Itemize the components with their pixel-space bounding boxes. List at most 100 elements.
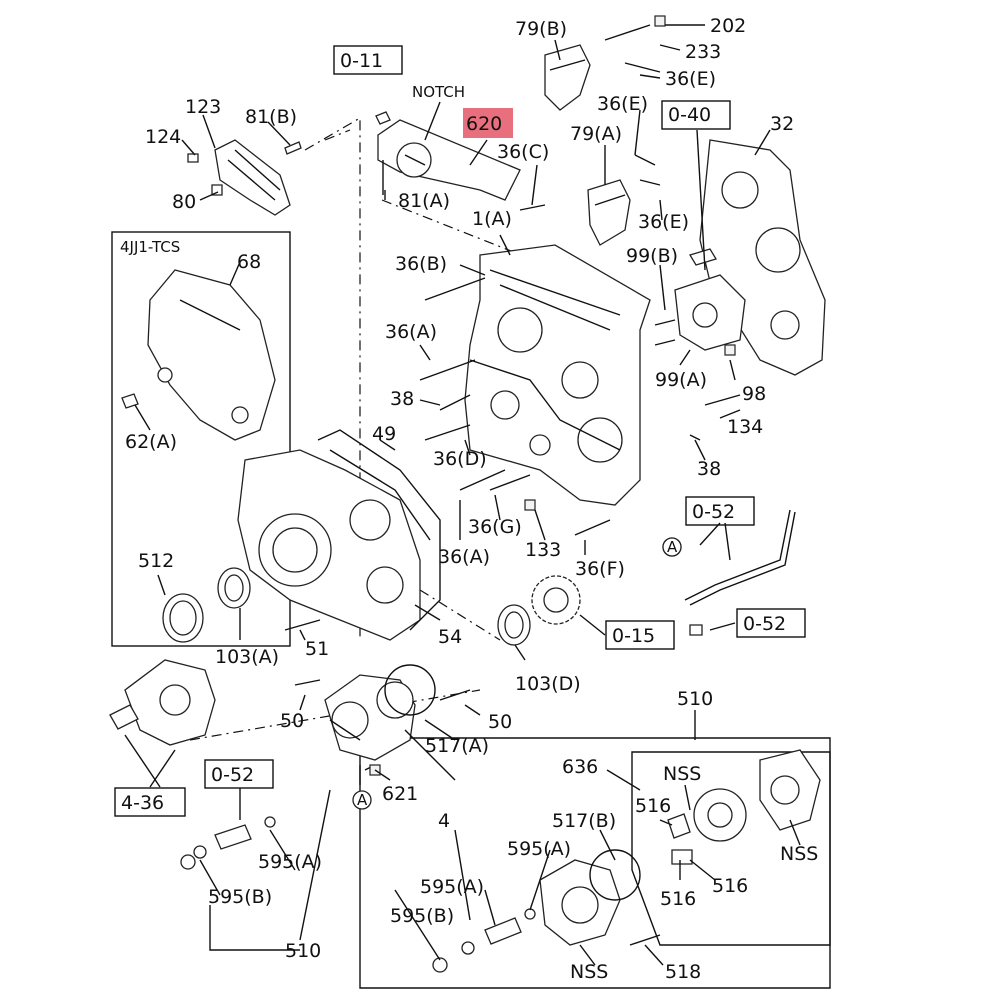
label-38-b: 38 — [697, 458, 721, 480]
label-68: 68 — [237, 251, 261, 273]
label-103a: 103(A) — [215, 646, 279, 668]
label-516-c: 516 — [712, 875, 748, 897]
bracket-79b — [544, 44, 591, 111]
label-98: 98 — [742, 383, 766, 405]
label-233: 233 — [685, 41, 721, 63]
ref-box-0-11 — [333, 45, 403, 75]
label-595b-b: 595(B) — [208, 886, 272, 908]
label-4-36: 4-36 — [121, 792, 164, 814]
label-36e-b: 36(E) — [597, 93, 648, 115]
ref-box-0-52-c — [204, 759, 274, 789]
label-79b: 79(B) — [515, 18, 567, 40]
label-36c: 36(C) — [497, 141, 549, 163]
circle-a-marker-2 — [352, 790, 372, 810]
cover-plate-123 — [187, 139, 302, 216]
centre-line-5 — [324, 129, 351, 141]
ref-box-4-36 — [114, 787, 186, 817]
label-0-52-c: 0-52 — [211, 764, 254, 786]
gasket-49 — [317, 429, 441, 631]
label-510-bot: 510 — [285, 940, 321, 962]
bracket-79a — [587, 179, 631, 246]
label-36f: 36(F) — [575, 558, 625, 580]
circle-a-marker-1 — [662, 537, 682, 557]
label-512: 512 — [138, 550, 174, 572]
label-36b: 36(B) — [395, 253, 447, 275]
label-nss-3: NSS — [570, 961, 608, 983]
label-202: 202 — [710, 15, 746, 37]
pump-body-4 — [539, 849, 641, 946]
label-38-a: 38 — [390, 388, 414, 410]
label-81a: 81(A) — [398, 190, 450, 212]
label-nss-1: NSS — [663, 763, 701, 785]
label-0-52-b: 0-52 — [743, 613, 786, 635]
label-516-b: 516 — [660, 888, 696, 910]
seal-512 — [162, 593, 204, 643]
ref-box-0-40 — [661, 100, 731, 130]
label-0-40: 0-40 — [668, 104, 711, 126]
timing-case-1a — [464, 244, 651, 506]
label-circle-a-2: A — [357, 791, 368, 809]
label-595a-c: 595(A) — [258, 851, 322, 873]
label-595b-a: 595(B) — [390, 905, 454, 927]
ref-box-0-52-a — [685, 496, 755, 526]
gasket-32 — [699, 139, 826, 376]
label-54: 54 — [438, 626, 462, 648]
centre-line-1 — [304, 116, 361, 640]
label-36e-c: 36(E) — [638, 211, 689, 233]
label-36d: 36(D) — [433, 448, 487, 470]
highlight-620 — [463, 108, 513, 138]
vacuum-pump-left — [109, 659, 216, 746]
fitting-595 — [432, 908, 536, 973]
label-36a-b: 36(A) — [438, 546, 490, 568]
label-32: 32 — [770, 113, 794, 135]
label-516-a: 516 — [635, 795, 671, 817]
label-510-top: 510 — [677, 688, 713, 710]
label-133: 133 — [525, 539, 561, 561]
label-595a-a: 595(A) — [507, 838, 571, 860]
centre-line-3 — [419, 589, 501, 641]
drive-gear-nss — [759, 749, 821, 831]
label-80: 80 — [172, 191, 196, 213]
cover-68 — [121, 269, 276, 441]
notch-plate-620 — [375, 111, 521, 201]
label-1a: 1(A) — [472, 208, 512, 230]
label-517a: 517(A) — [425, 735, 489, 757]
crank-gear — [531, 575, 581, 625]
oil-seal-103a — [217, 567, 251, 609]
supply-pump-99 — [674, 248, 746, 351]
frame-4jj1-tcs — [111, 231, 291, 647]
label-0-11: 0-11 — [340, 50, 383, 72]
label-36e-a: 36(E) — [665, 68, 716, 90]
label-518: 518 — [665, 961, 701, 983]
label-595a-b: 595(A) — [420, 876, 484, 898]
label-62a: 62(A) — [125, 431, 177, 453]
label-36g: 36(G) — [468, 516, 522, 538]
front-cover-54 — [237, 449, 421, 641]
label-123: 123 — [185, 96, 221, 118]
leader-lines — [124, 24, 801, 966]
label-notch: NOTCH — [412, 83, 465, 101]
label-79a: 79(A) — [570, 123, 622, 145]
bolts — [284, 15, 741, 946]
label-51: 51 — [305, 638, 329, 660]
label-0-15: 0-15 — [612, 625, 655, 647]
label-99b: 99(B) — [626, 245, 678, 267]
fitting-595-left — [180, 816, 276, 870]
label-50-b: 50 — [488, 711, 512, 733]
label-nss-2: NSS — [780, 843, 818, 865]
ref-box-0-52-b — [736, 608, 806, 638]
label-99a: 99(A) — [655, 369, 707, 391]
label-49: 49 — [372, 423, 396, 445]
label-103d: 103(D) — [515, 673, 581, 695]
label-636: 636 — [562, 756, 598, 778]
label-620: 620 — [466, 113, 502, 135]
oil-seal-103d — [497, 604, 531, 646]
label-4jj1-tcs: 4JJ1-TCS — [120, 238, 180, 256]
ref-box-0-15 — [605, 620, 675, 650]
pump-517a — [324, 664, 456, 781]
label-134: 134 — [727, 416, 763, 438]
label-81b: 81(B) — [245, 106, 297, 128]
label-36a-a: 36(A) — [385, 321, 437, 343]
